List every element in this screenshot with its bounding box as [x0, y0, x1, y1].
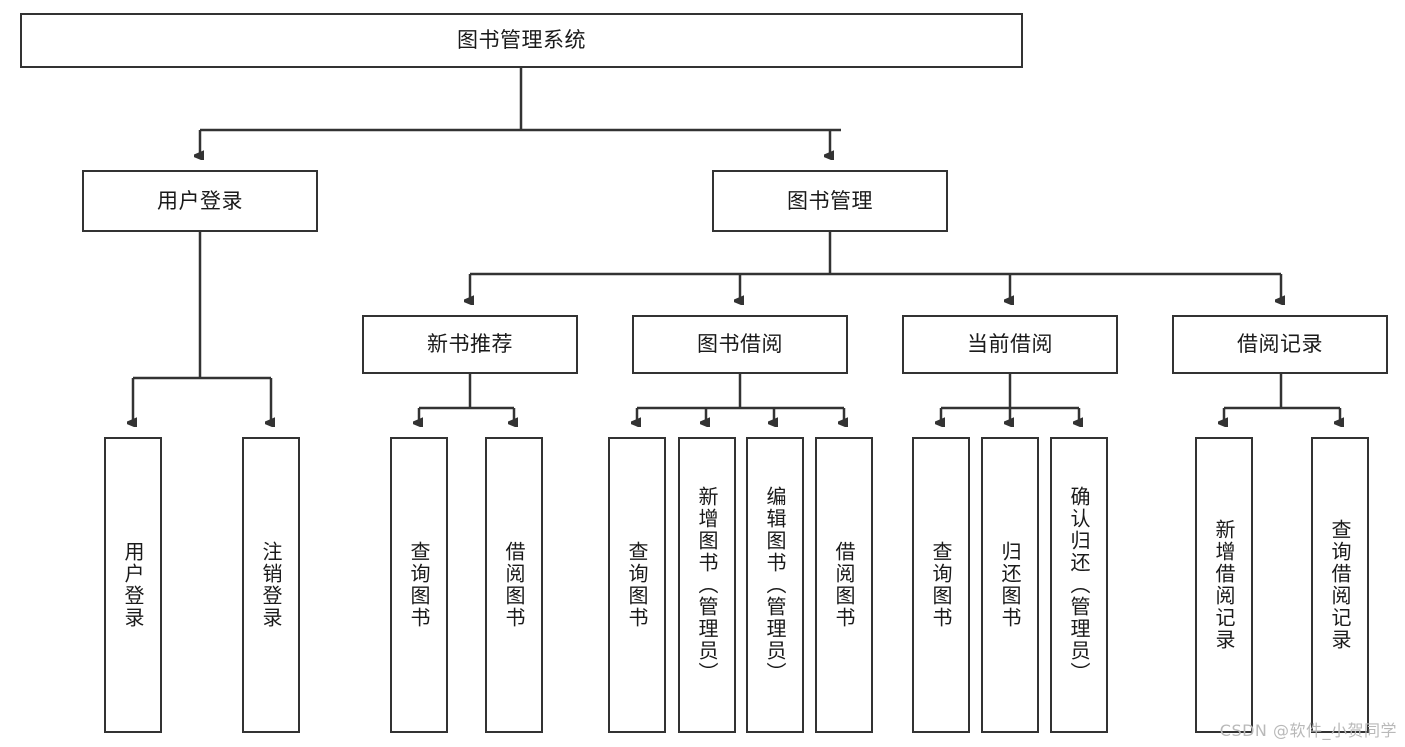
- node-book-borrow[interactable]: 图书借阅: [632, 315, 848, 374]
- node-book-manage-label: 图书管理: [787, 188, 873, 213]
- node-root-label: 图书管理系统: [457, 28, 586, 53]
- node-leaf-user-login[interactable]: 用户登录: [104, 437, 162, 733]
- node-leaf-query-book-1[interactable]: 查询图书: [390, 437, 448, 733]
- node-leaf-query-book-2[interactable]: 查询图书: [608, 437, 666, 733]
- node-leaf-query-book-3[interactable]: 查询图书: [912, 437, 970, 733]
- node-current-borrow-label: 当前借阅: [967, 332, 1053, 357]
- node-book-borrow-label: 图书借阅: [697, 332, 783, 357]
- node-leaf-user-login-label: 用户登录: [121, 541, 145, 629]
- node-leaf-return-book-label: 归还图书: [998, 541, 1022, 629]
- node-leaf-borrow-book-2-label: 借阅图书: [832, 541, 856, 629]
- watermark: CSDN @软件_小贺同学: [1219, 721, 1397, 740]
- node-leaf-confirm-return[interactable]: 确认归还（管理员）: [1050, 437, 1108, 733]
- node-leaf-query-record-label: 查询借阅记录: [1328, 519, 1352, 651]
- node-leaf-add-book-label: 新增图书（管理员）: [695, 486, 719, 684]
- node-leaf-logout-login[interactable]: 注销登录: [242, 437, 300, 733]
- node-user-login-label: 用户登录: [157, 188, 243, 213]
- node-borrow-record-label: 借阅记录: [1237, 332, 1323, 357]
- node-borrow-record[interactable]: 借阅记录: [1172, 315, 1388, 374]
- node-root[interactable]: 图书管理系统: [20, 13, 1023, 68]
- node-leaf-borrow-book-1-label: 借阅图书: [502, 541, 526, 629]
- node-leaf-query-record[interactable]: 查询借阅记录: [1311, 437, 1369, 733]
- node-leaf-logout-login-label: 注销登录: [259, 541, 283, 629]
- node-leaf-borrow-book-2[interactable]: 借阅图书: [815, 437, 873, 733]
- node-leaf-confirm-return-label: 确认归还（管理员）: [1067, 486, 1091, 684]
- node-leaf-edit-book-label: 编辑图书（管理员）: [763, 486, 787, 684]
- node-leaf-query-book-3-label: 查询图书: [929, 541, 953, 629]
- node-leaf-add-book[interactable]: 新增图书（管理员）: [678, 437, 736, 733]
- node-leaf-return-book[interactable]: 归还图书: [981, 437, 1039, 733]
- node-leaf-borrow-book-1[interactable]: 借阅图书: [485, 437, 543, 733]
- node-leaf-add-record-label: 新增借阅记录: [1212, 519, 1236, 651]
- node-user-login[interactable]: 用户登录: [82, 170, 318, 232]
- node-new-book-recommend-label: 新书推荐: [427, 332, 513, 357]
- node-leaf-edit-book[interactable]: 编辑图书（管理员）: [746, 437, 804, 733]
- node-current-borrow[interactable]: 当前借阅: [902, 315, 1118, 374]
- node-leaf-add-record[interactable]: 新增借阅记录: [1195, 437, 1253, 733]
- node-new-book-recommend[interactable]: 新书推荐: [362, 315, 578, 374]
- node-book-manage[interactable]: 图书管理: [712, 170, 948, 232]
- node-leaf-query-book-1-label: 查询图书: [407, 541, 431, 629]
- node-leaf-query-book-2-label: 查询图书: [625, 541, 649, 629]
